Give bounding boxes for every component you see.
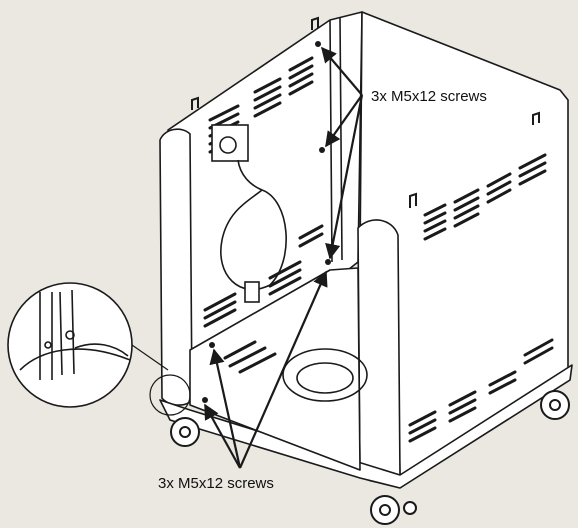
top-screws-label: 3x M5x12 screws [371, 88, 487, 105]
arrow-top-3 [325, 94, 364, 260]
arrow-bottom-2 [209, 348, 242, 469]
tank-ring-inner [296, 362, 354, 394]
arrow-top-2 [325, 94, 363, 148]
caster-wheels [170, 390, 570, 525]
arrow-bottom-1 [204, 403, 241, 469]
left-corner-post [159, 128, 193, 406]
bottom-screws-label: 3x M5x12 screws [158, 475, 274, 492]
front-corner-post [357, 219, 401, 484]
arrow-bottom-3 [238, 270, 328, 469]
arrow-top-1 [321, 46, 363, 96]
screw-markers [202, 41, 331, 403]
tank-ring-outer [282, 348, 368, 402]
hooks [191, 16, 540, 208]
detail-inset [7, 282, 191, 416]
regulator-hose [211, 124, 287, 303]
right-vents [408, 153, 554, 443]
